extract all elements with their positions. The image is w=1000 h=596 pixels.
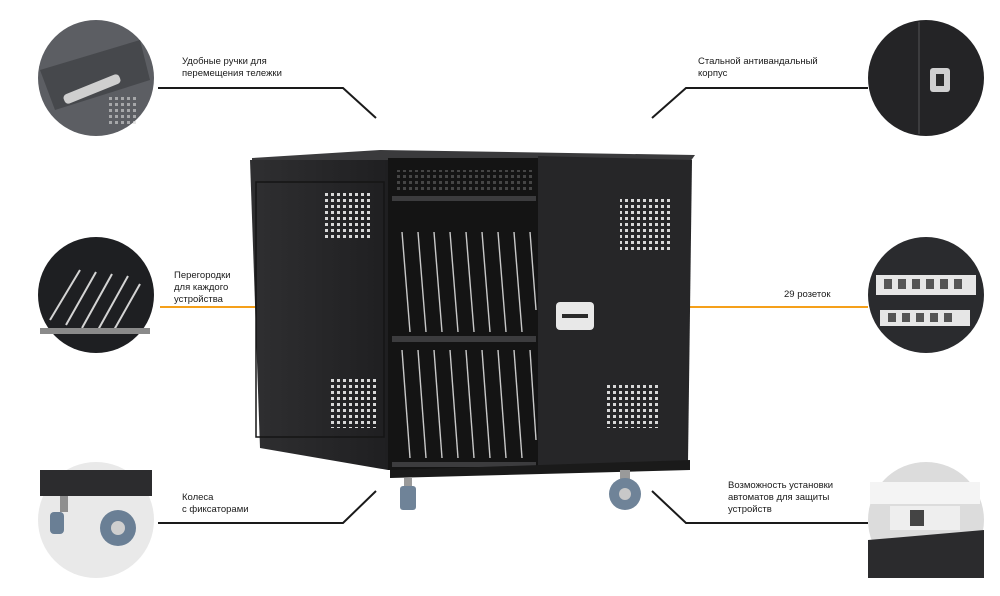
callout-breakers-line-2: автоматов для защиты [728,492,830,503]
callout-wheels-line-1: Колеса [182,492,214,503]
callout-label-dividers: Перегородки для каждого устройства [174,270,231,306]
perforation-right-top [620,196,672,252]
perforation-left-top [325,193,373,241]
leader-line-handles [158,87,377,119]
leader-line-wheels [158,490,377,524]
wheel-front-right [609,470,641,510]
callout-breakers-line-1: Возможность установки [728,480,834,491]
leader-line-body [651,87,868,119]
callout-dividers-line-2: для каждого [174,282,229,293]
callout-label-handles: Удобные ручки для перемещения тележки [182,56,282,80]
divider-rods-upper [401,231,537,333]
detail-photo-dividers [38,237,154,353]
callout-sockets-line-1: 29 розеток [784,289,831,300]
callout-breakers-line-3: устройств [728,504,772,515]
callout-label-sockets: 29 розеток [784,289,831,301]
callout-label-body: Стальной антивандальный корпус [698,56,818,80]
shelf-middle [392,336,536,342]
shelf-bottom [392,462,536,467]
callout-body-line-1: Стальной антивандальный [698,56,818,67]
detail-photo-breakers [868,462,984,578]
callout-handles-line-2: перемещения тележки [182,68,282,79]
cabinet-base [390,460,690,478]
detail-photo-body [868,20,984,136]
left-door-frame [255,181,385,438]
callout-wheels-line-2: с фиксаторами [182,504,249,515]
callout-label-wheels: Колеса с фиксаторами [182,492,249,516]
wheel-front-left [400,478,416,510]
callout-dividers-line-3: устройства [174,294,223,305]
cabinet-interior [388,158,538,470]
callout-label-breakers: Возможность установки автоматов для защи… [728,480,833,516]
divider-rods-lower [401,349,537,459]
callout-dividers-line-1: Перегородки [174,270,231,281]
leader-line-breakers [651,490,868,524]
shelf-top [392,196,536,201]
detail-photo-handles [38,20,154,136]
lock-key-slot [562,314,588,318]
callout-body-line-2: корпус [698,68,728,79]
detail-photo-wheels [38,462,154,578]
upper-compartment-perforation [396,170,532,192]
detail-photo-sockets [868,237,984,353]
callout-handles-line-1: Удобные ручки для [182,56,267,67]
perforation-right-bottom [604,382,660,428]
perforation-left-bottom [330,378,376,428]
